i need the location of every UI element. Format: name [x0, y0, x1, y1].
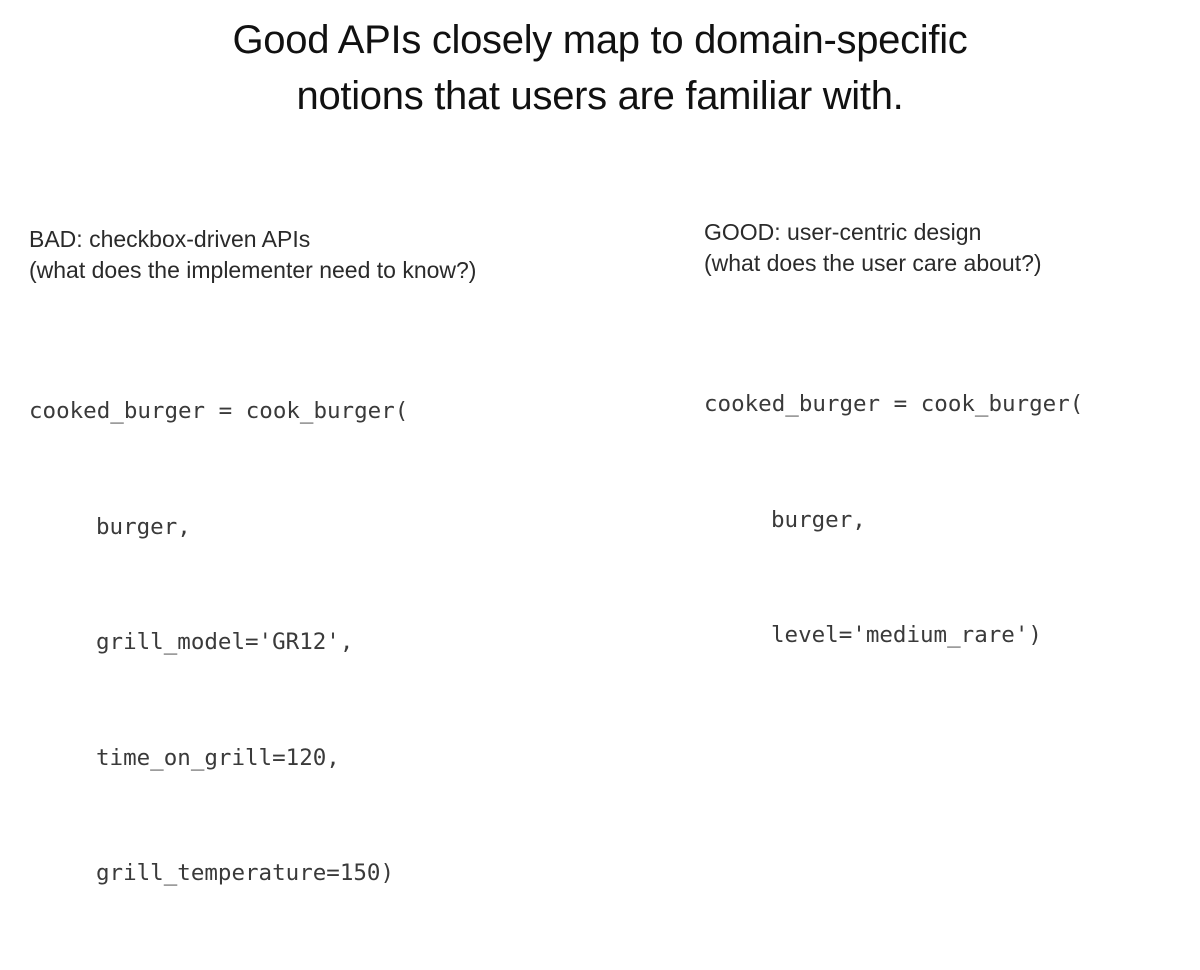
code-line: burger, — [96, 513, 191, 540]
good-heading-question: (what does the user care about?) — [704, 250, 1042, 276]
bad-example-panel: BAD: checkbox-driven APIs (what does the… — [29, 224, 476, 970]
bad-heading-question: (what does the implementer need to know?… — [29, 257, 477, 283]
good-example-heading: GOOD: user-centric design (what does the… — [704, 217, 1083, 279]
bad-code-block: cooked_burger = cook_burger( burger, gri… — [29, 315, 476, 970]
code-line: cooked_burger = cook_burger( — [704, 391, 1084, 417]
good-code-block: cooked_burger = cook_burger( burger, lev… — [704, 308, 1083, 732]
slide-title-line-1: Good APIs closely map to domain-specific — [232, 18, 968, 62]
bad-heading-label: BAD: checkbox-driven APIs — [29, 226, 311, 252]
slide-title: Good APIs closely map to domain-specific… — [0, 12, 1200, 124]
code-line: cooked_burger = cook_burger( — [29, 398, 409, 424]
slide: Good APIs closely map to domain-specific… — [0, 12, 1200, 886]
bad-example-heading: BAD: checkbox-driven APIs (what does the… — [29, 224, 476, 286]
code-line: grill_model='GR12', — [96, 629, 354, 655]
good-heading-label: GOOD: user-centric design — [704, 219, 982, 245]
code-line: grill_temperature=150) — [96, 860, 395, 886]
good-example-panel: GOOD: user-centric design (what does the… — [704, 217, 1083, 732]
code-line: burger, — [771, 506, 866, 533]
code-line: level='medium_rare') — [771, 622, 1042, 648]
slide-title-line-2: notions that users are familiar with. — [296, 74, 904, 118]
code-line: time_on_grill=120, — [96, 744, 340, 771]
